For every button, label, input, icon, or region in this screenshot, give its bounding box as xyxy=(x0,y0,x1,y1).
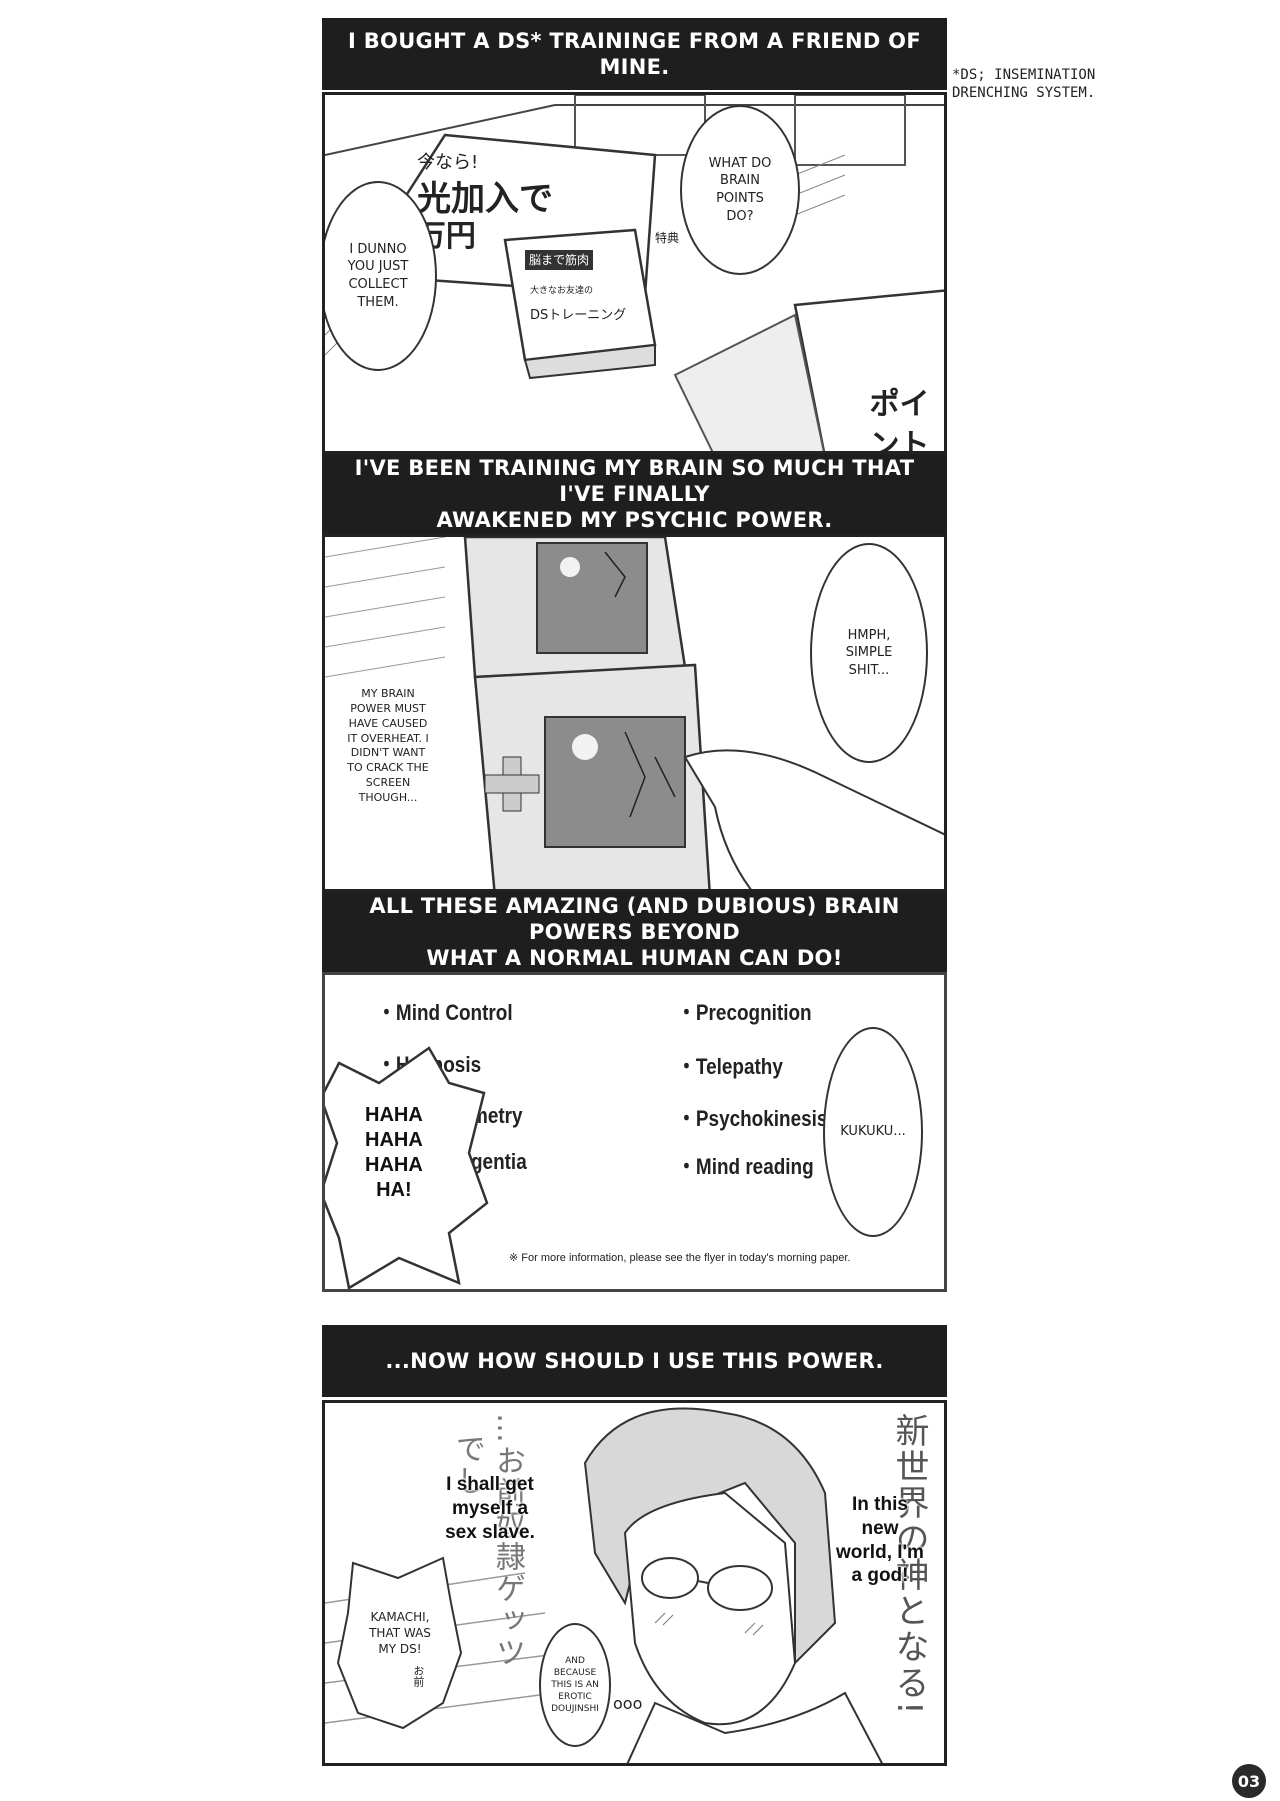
header-bar-4: ...NOW HOW SHOULD I USE THIS POWER. xyxy=(322,1325,947,1397)
speech-bubble-kukuku: KUKUKU... xyxy=(823,1027,923,1237)
ds-console-drawing xyxy=(325,537,944,889)
caption-new-world-god: In this new world, I'm a god! xyxy=(836,1494,924,1587)
header-bar-1: I BOUGHT A DS* TRAININGE FROM A FRIEND O… xyxy=(322,18,947,90)
panel-4: 新世界の神となる! In this new world, I'm a god! … xyxy=(322,1400,947,1766)
thought-dots: ooo xyxy=(613,1694,643,1713)
box-jp-3: DSトレーニング xyxy=(530,308,627,323)
panel-1: 今なら! 光加入で 0万円 脳まで筋肉 大きなお友達の DSトレーニング 特典 … xyxy=(322,92,947,454)
sign-jp-1: 今なら! xyxy=(417,152,479,173)
panel-2: MY BRAIN POWER MUST HAVE CAUSED IT OVERH… xyxy=(322,534,947,892)
page-number: 03 xyxy=(1232,1764,1266,1798)
box-jp-2: 大きなお友達の xyxy=(530,286,594,296)
header-text-4: ...NOW HOW SHOULD I USE THIS POWER. xyxy=(385,1348,884,1373)
header-text-3b: WHAT A NORMAL HUMAN CAN DO! xyxy=(426,946,843,971)
power-mind-control: ・Mind Control xyxy=(377,1000,513,1025)
speech-bubble-erotic-doujinshi: AND BECAUSE THIS IS AN EROTIC DOUJINSHI xyxy=(539,1623,611,1747)
speech-bubble-hmph: HMPH, SIMPLE SHIT... xyxy=(810,543,928,763)
header-bar-3: ALL THESE AMAZING (AND DUBIOUS) BRAIN PO… xyxy=(322,892,947,972)
speech-bubble-what-do-brain-points: WHAT DO BRAIN POINTS DO? xyxy=(680,105,800,275)
jp-vertical-middle-2: でし xyxy=(450,1433,485,1497)
jp-small-omae: お前 xyxy=(411,1665,425,1687)
header-text-1: I BOUGHT A DS* TRAININGE FROM A FRIEND O… xyxy=(348,28,921,79)
sign-jp-2: 光加入で xyxy=(417,179,553,219)
header-text-2a: I'VE BEEN TRAINING MY BRAIN SO MUCH THAT… xyxy=(354,455,915,506)
jp-vertical-right: 新世界の神となる! xyxy=(889,1413,929,1717)
box-jp-tag: 特典 xyxy=(655,231,680,245)
caption-brain-power: MY BRAIN POWER MUST HAVE CAUSED IT OVERH… xyxy=(347,687,429,804)
box-jp-1: 脳まで筋肉 xyxy=(525,250,594,271)
burst-balloon xyxy=(325,1046,489,1289)
footnote-line-2: DRENCHING SYSTEM. xyxy=(952,85,1096,102)
jp-vertical-middle: …お前奴隷ゲッツ xyxy=(490,1413,525,1669)
power-intelligentia-partial: gentia xyxy=(471,1149,527,1174)
flyer-footnote: ※ For more information, please see the f… xyxy=(509,1252,851,1264)
character-portrait xyxy=(325,1407,883,1763)
power-telepathy: ・Telepathy xyxy=(677,1054,783,1079)
burst-haha-text: HAHA HAHA HAHA HA! xyxy=(365,1104,423,1201)
power-psychokinesis: ・Psychokinesis xyxy=(677,1106,828,1131)
spiky-balloon xyxy=(336,1556,463,1730)
header-text-3a: ALL THESE AMAZING (AND DUBIOUS) BRAIN PO… xyxy=(369,893,900,944)
footnote-line-1: *DS; INSEMINATION xyxy=(952,67,1096,83)
power-precognition: ・Precognition xyxy=(677,1000,812,1025)
header-text-2b: AWAKENED MY PSYCHIC POWER. xyxy=(436,508,833,533)
footnote: *DS; INSEMINATION DRENCHING SYSTEM. xyxy=(952,66,1095,102)
caption-sex-slave: I shall get myself a sex slave. xyxy=(445,1474,535,1543)
header-bar-2: I'VE BEEN TRAINING MY BRAIN SO MUCH THAT… xyxy=(322,454,947,534)
sign-point: ポイント xyxy=(869,387,930,454)
panel-3: ・Mind Control ・Hypnosis metry gentia ・Pr… xyxy=(322,972,947,1292)
speech-kamachi: KAMACHI, THAT WAS MY DS! xyxy=(369,1610,431,1657)
power-mind-reading: ・Mind reading xyxy=(677,1154,814,1179)
speech-bubble-i-dunno: I DUNNO YOU JUST COLLECT THEM. xyxy=(325,181,437,371)
